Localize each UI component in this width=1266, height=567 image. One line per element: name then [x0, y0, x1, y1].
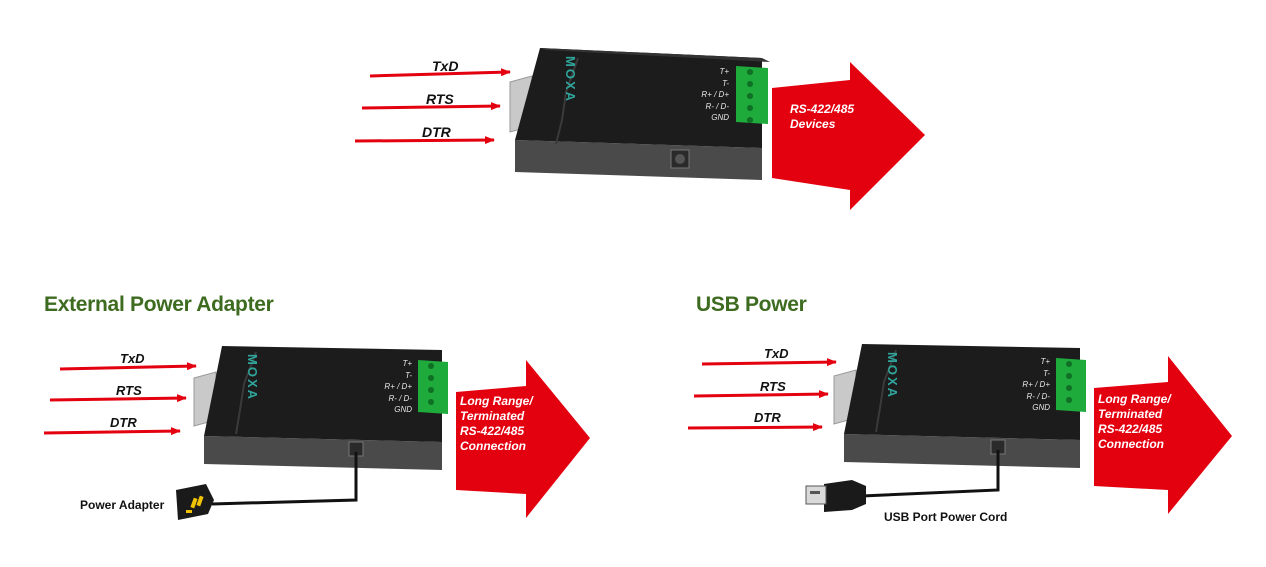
left-arrow-label: Long Range/ Terminated RS-422/485 Connec… — [460, 394, 533, 454]
left-pin-r-plus: R+ / D+ — [384, 382, 412, 391]
top-pin-r-minus: R- / D- — [705, 101, 729, 111]
left-pin-labels: T+ T- R+ / D+ R- / D- GND — [368, 358, 412, 416]
caption-usb-power-cord: USB Port Power Cord — [884, 510, 1008, 524]
top-arrow-line-1: RS-422/485 — [790, 102, 855, 116]
top-arrow-label: RS-422/485 Devices — [790, 102, 854, 132]
top-arrow-line-2: Devices — [790, 117, 836, 131]
top-pin-t-minus: T- — [722, 78, 729, 88]
left-arrow-line-1: Long Range/ — [460, 394, 533, 408]
left-arrow-line-4: Connection — [460, 439, 526, 453]
top-device-body — [515, 48, 762, 148]
right-arrow-line-2: Terminated — [1098, 407, 1163, 421]
left-pin-r-minus: R- / D- — [388, 393, 412, 403]
left-converter — [176, 346, 448, 520]
left-signal-rts: RTS — [116, 383, 142, 398]
right-pin-t-minus: T- — [1043, 368, 1050, 378]
top-txd-arrow — [369, 68, 511, 78]
heading-usb-power: USB Power — [696, 293, 807, 316]
right-pin-r-plus: R+ / D+ — [1022, 380, 1050, 389]
right-converter — [805, 344, 1086, 512]
top-pin-labels: T+ T- R+ / D+ R- / D- GND — [685, 66, 729, 124]
left-signal-dtr: DTR — [110, 415, 137, 430]
right-arrow-label: Long Range/ Terminated RS-422/485 Connec… — [1098, 392, 1171, 452]
power-adapter-plug — [176, 484, 214, 520]
left-signal-txd: TxD — [120, 351, 145, 366]
right-signal-txd: TxD — [764, 346, 789, 361]
right-arrow-line-1: Long Range/ — [1098, 392, 1171, 406]
left-pin-gnd: GND — [394, 405, 412, 414]
left-brand-logo: MOXA — [245, 354, 260, 401]
right-signal-rts: RTS — [760, 379, 786, 394]
left-pin-t-plus: T+ — [402, 359, 412, 368]
top-device-base — [515, 140, 762, 180]
top-signal-arrows — [354, 68, 511, 145]
top-signal-txd: TxD — [432, 58, 459, 74]
left-arrow-line-3: RS-422/485 — [460, 424, 525, 438]
left-arrow-line-2: Terminated — [460, 409, 525, 423]
right-signal-arrows — [687, 358, 837, 432]
caption-power-adapter: Power Adapter — [80, 498, 165, 512]
top-converter — [509, 48, 770, 180]
top-signal-dtr: DTR — [422, 124, 451, 140]
top-signal-rts: RTS — [426, 91, 454, 107]
top-rts-arrow — [361, 102, 501, 111]
heading-external-power: External Power Adapter — [44, 293, 274, 316]
top-brand-logo: MOXA — [563, 56, 578, 103]
top-output-arrow — [772, 62, 925, 210]
left-output-arrow — [456, 360, 590, 518]
top-pin-r-plus: R+ / D+ — [701, 90, 729, 99]
usb-plug — [805, 480, 866, 512]
right-usb-cable — [861, 450, 1000, 498]
left-pin-t-minus: T- — [405, 370, 412, 380]
right-pin-t-plus: T+ — [1040, 357, 1050, 366]
top-pin-gnd: GND — [711, 113, 729, 122]
top-pin-t-plus: T+ — [719, 67, 729, 76]
right-pin-gnd: GND — [1032, 403, 1050, 412]
right-pin-r-minus: R- / D- — [1026, 391, 1050, 401]
right-brand-logo: MOXA — [885, 352, 900, 399]
right-output-arrow — [1094, 356, 1232, 514]
right-arrow-line-3: RS-422/485 — [1098, 422, 1163, 436]
right-signal-dtr: DTR — [754, 410, 781, 425]
right-arrow-line-4: Connection — [1098, 437, 1164, 451]
left-signal-arrows — [43, 362, 197, 436]
top-dtr-arrow — [354, 136, 495, 145]
left-power-cable — [211, 452, 358, 506]
right-pin-labels: T+ T- R+ / D+ R- / D- GND — [1006, 356, 1050, 414]
